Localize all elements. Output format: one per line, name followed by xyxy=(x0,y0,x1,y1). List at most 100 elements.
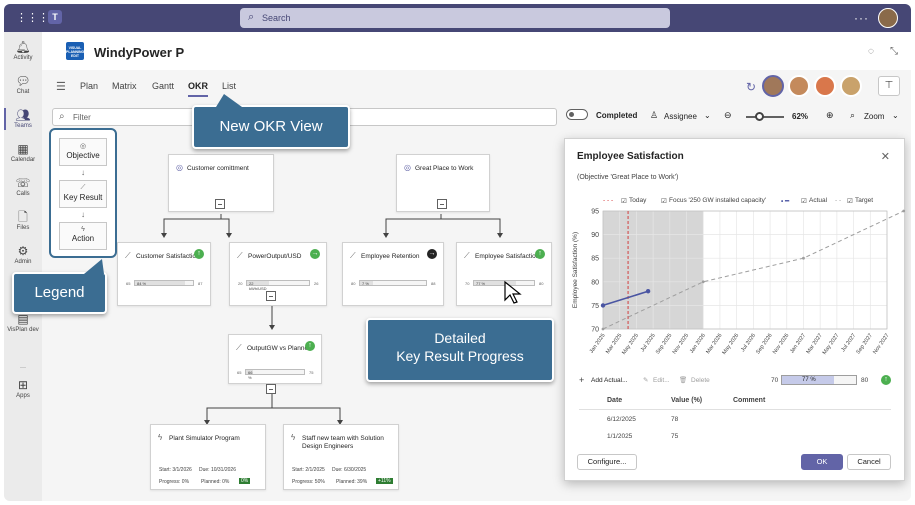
bell-icon: 🔔︎ xyxy=(15,40,31,54)
key-result-card[interactable]: ⟋ OutputGW vs Planned ↑ 65 66 % 75 xyxy=(228,334,322,384)
delete-button[interactable]: Delete xyxy=(691,377,710,384)
checkbox-icon[interactable]: ☑ xyxy=(801,198,807,205)
rail-item-calendar[interactable]: ▦Calendar xyxy=(4,142,42,163)
table-cell-date[interactable]: 1/1/2025 xyxy=(607,433,633,440)
line-chart-icon: ⟋ xyxy=(80,184,86,191)
member-avatar[interactable] xyxy=(762,75,784,97)
collapse-icon[interactable]: ⤡ xyxy=(890,46,898,57)
x-tick-label: May 2026 xyxy=(722,333,741,356)
rail-item-bell[interactable]: 🔔︎Activity xyxy=(4,40,42,61)
member-avatar[interactable] xyxy=(788,75,810,97)
tab-gantt[interactable]: Gantt xyxy=(152,81,175,91)
key-result-card[interactable]: ⟋ Employee Satisfaction ↑ 70 77 % 80 xyxy=(456,242,552,306)
key-result-card[interactable]: ⟋ Employee Retention → 80 7 % 88 xyxy=(342,242,444,306)
table-cell-value[interactable]: 75 xyxy=(671,433,679,440)
y-tick-label: 90 xyxy=(591,232,599,239)
app-window: ⋮⋮⋮ T ⌕ Search ··· 🔔︎Activity💬︎Chat👥︎Tea… xyxy=(4,4,911,501)
search-box[interactable]: ⌕ Search xyxy=(240,8,670,28)
assignee-dropdown[interactable]: Assignee xyxy=(664,112,697,121)
arrowhead xyxy=(226,233,232,238)
tab-list[interactable]: List xyxy=(222,81,237,91)
key-result-card[interactable]: ⟋ PowerOutput/USD → 20 22 kWh/USD 26 xyxy=(229,242,327,306)
configure-button[interactable]: Configure... xyxy=(577,454,637,470)
filter-icon: ⌕ xyxy=(59,111,65,122)
action-due: Due: 10/31/2026 xyxy=(199,467,236,473)
chat-bubble-icon[interactable]: ◌ xyxy=(868,46,874,57)
tab-okr[interactable]: OKR xyxy=(188,81,208,97)
more-options-icon[interactable]: ··· xyxy=(854,11,869,25)
x-tick-label: Nov 2026 xyxy=(772,333,790,356)
zoom-slider[interactable] xyxy=(746,112,784,121)
objective-card[interactable]: ◎ Great Place to Work xyxy=(396,154,490,212)
table-cell-value[interactable]: 78 xyxy=(671,416,679,423)
rail-item-admin[interactable]: ⚙Admin xyxy=(4,244,42,265)
legend-panel: ◎ Objective ↓ ⟋ Key Result ↓ ϟ Action xyxy=(49,128,117,258)
member-avatar[interactable] xyxy=(814,75,836,97)
line-chart-icon: ⟋ xyxy=(125,251,131,260)
close-icon[interactable]: ✕ xyxy=(880,151,890,163)
table-cell-date[interactable]: 6/12/2025 xyxy=(607,416,636,423)
completed-toggle[interactable] xyxy=(566,109,588,120)
refresh-icon[interactable]: ↻ xyxy=(746,80,757,94)
x-tick-label: Nov 2025 xyxy=(672,333,690,356)
action-card[interactable]: ϟ Staff new team with Solution Design En… xyxy=(283,424,399,490)
visplan-dev-icon: ▤ xyxy=(17,312,29,326)
hierarchy-icon[interactable]: ⊤ xyxy=(878,76,900,96)
action-card[interactable]: ϟ Plant Simulator Program Start: 3/1/202… xyxy=(150,424,266,490)
key-result-dialog: Employee Satisfaction ✕ (Objective 'Grea… xyxy=(564,138,906,481)
progress-bar: 77 % xyxy=(781,375,857,385)
collapse-toggle[interactable] xyxy=(266,384,276,394)
member-avatar[interactable] xyxy=(840,75,862,97)
add-actual-button[interactable]: Add Actual... xyxy=(591,377,628,384)
trend-up-icon: ↑ xyxy=(881,375,891,385)
add-icon[interactable]: + xyxy=(579,375,585,385)
cancel-button[interactable]: Cancel xyxy=(847,454,891,470)
rail-item-label: Activity xyxy=(13,55,33,61)
rail-item-teams[interactable]: 👥︎Teams xyxy=(4,108,42,130)
calendar-icon: ▦ xyxy=(17,142,29,156)
kr-progress-fill: 7 % xyxy=(360,281,374,286)
status-icon: ↑ xyxy=(535,249,545,259)
zoom-in-icon[interactable]: ⊕ xyxy=(826,110,834,120)
checkbox-icon[interactable]: ☑ xyxy=(661,198,667,205)
rail-item-label: Admin xyxy=(14,259,32,265)
objective-card[interactable]: ◎ Customer comittment xyxy=(168,154,274,212)
kr-min: 70 xyxy=(465,281,470,286)
kr-progress-fill: 77 % xyxy=(474,281,516,286)
ok-button[interactable]: OK xyxy=(801,454,843,470)
hamburger-menu-icon[interactable]: ☰ xyxy=(56,81,66,93)
collapse-toggle[interactable] xyxy=(215,199,225,209)
checkbox-icon[interactable]: ☑ xyxy=(621,198,627,205)
target-icon: ◎ xyxy=(404,163,411,172)
key-result-card[interactable]: ⟋ Customer Satisfaction ↑ 65 84 % 87 xyxy=(117,242,211,306)
zoom-out-icon[interactable]: ⊖ xyxy=(724,110,732,120)
zoom-percentage: 62% xyxy=(792,112,809,121)
user-avatar[interactable] xyxy=(878,8,898,28)
kr-progress-fill: 22 kWh/USD xyxy=(247,281,269,291)
kr-progress-bar: 77 % xyxy=(473,280,535,286)
zoom-dropdown[interactable]: Zoom xyxy=(864,112,885,121)
key-result-title: Employee Retention xyxy=(361,253,420,260)
zoom-slider-thumb[interactable] xyxy=(755,112,765,121)
tab-plan[interactable]: Plan xyxy=(80,81,99,91)
y-tick-label: 80 xyxy=(591,279,599,286)
rail-item-visplan-dev[interactable]: ▤VisPlan dev xyxy=(4,312,42,333)
rail-item-more-apps[interactable]: ··· xyxy=(4,350,42,371)
legend-key-result: ⟋ Key Result xyxy=(59,180,107,208)
y-tick-label: 75 xyxy=(591,303,599,310)
x-tick-label: Jul 2027 xyxy=(840,333,857,353)
collapse-toggle[interactable] xyxy=(266,291,276,301)
collapse-toggle[interactable] xyxy=(437,199,447,209)
action-start: Start: 2/1/2025 xyxy=(292,467,325,473)
edit-button[interactable]: Edit... xyxy=(653,377,670,384)
callout-detailed-kr-progress: Detailed Key Result Progress xyxy=(366,318,554,382)
rail-item-apps[interactable]: ⊞Apps xyxy=(4,378,42,399)
rail-item-chat[interactable]: 💬︎Chat xyxy=(4,74,42,95)
tab-matrix[interactable]: Matrix xyxy=(112,81,137,91)
rail-item-phone[interactable]: ☏Calls xyxy=(4,176,42,197)
progress-bar-fill xyxy=(782,376,834,384)
rail-item-file[interactable]: 🗋Files xyxy=(4,210,42,231)
x-tick-label: May 2025 xyxy=(621,333,640,356)
action-icon: ϟ xyxy=(291,433,296,442)
checkbox-icon[interactable]: ☑ xyxy=(847,198,853,205)
